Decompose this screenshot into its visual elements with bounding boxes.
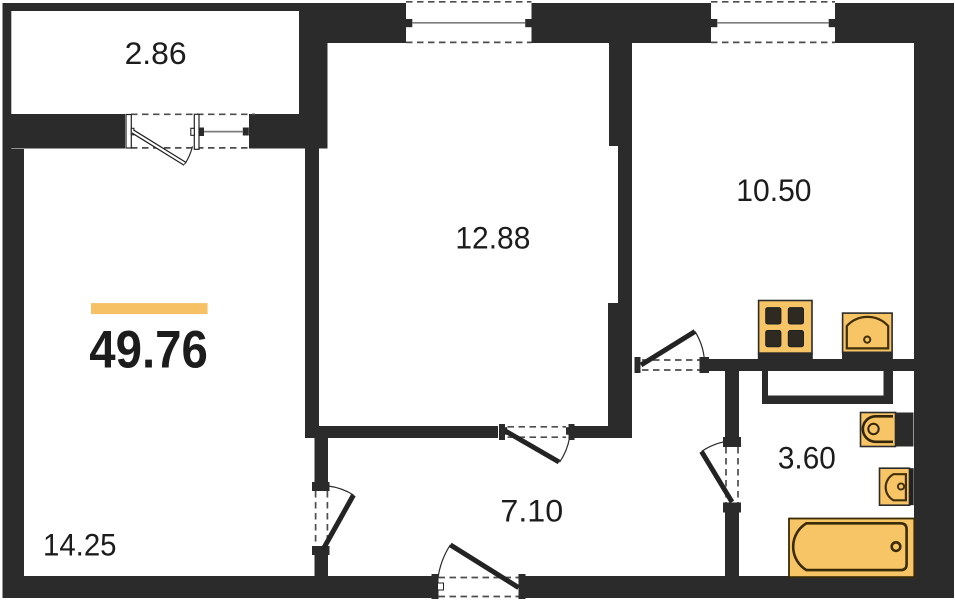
svg-text:14.25: 14.25 bbox=[43, 527, 117, 563]
svg-text:3.60: 3.60 bbox=[778, 439, 836, 475]
svg-text:10.50: 10.50 bbox=[736, 172, 811, 208]
svg-text:7.10: 7.10 bbox=[500, 492, 563, 528]
svg-text:49.76: 49.76 bbox=[89, 321, 208, 380]
svg-text:12.88: 12.88 bbox=[455, 220, 530, 256]
svg-text:2.86: 2.86 bbox=[125, 35, 187, 71]
